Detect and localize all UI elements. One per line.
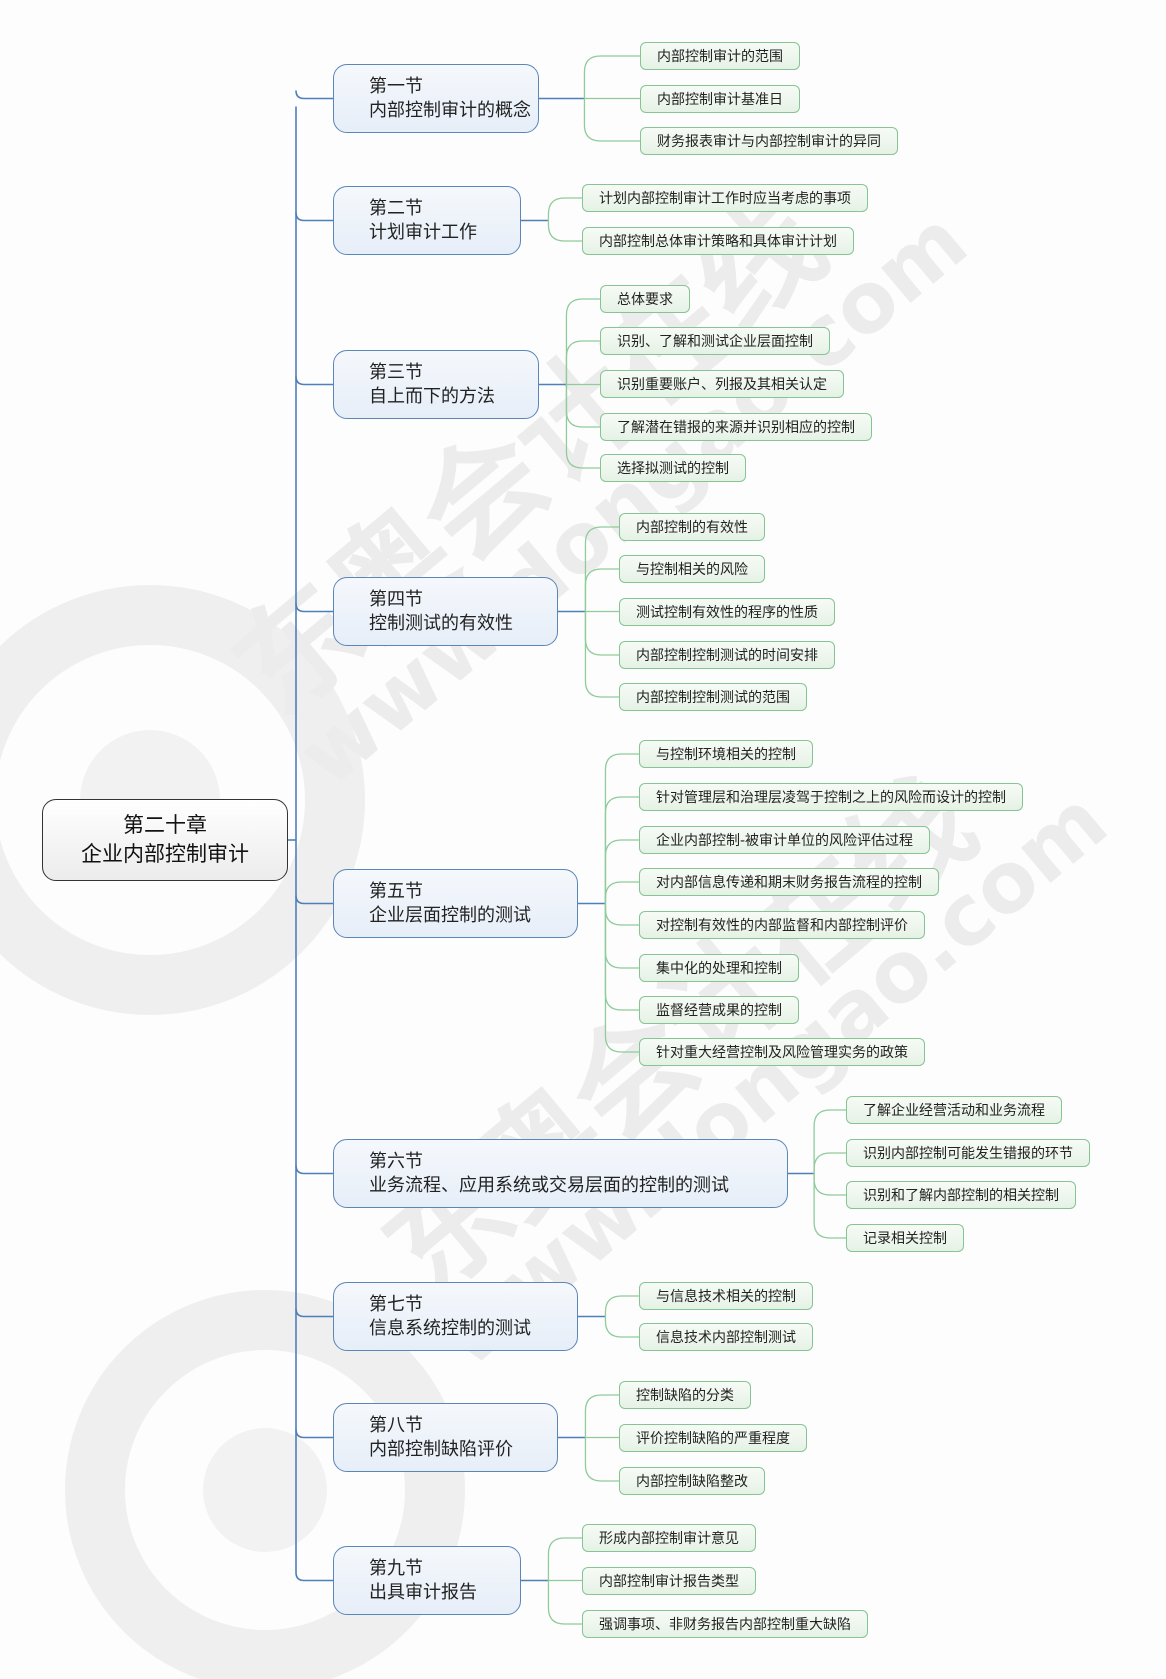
leaf-topic[interactable]: 测试控制有效性的程序的性质 [619, 598, 835, 626]
section-6-node[interactable]: 第六节 业务流程、应用系统或交易层面的控制的测试 [333, 1139, 788, 1208]
leaf-topic[interactable]: 评价控制缺陷的严重程度 [619, 1424, 807, 1452]
section-5-node[interactable]: 第五节 企业层面控制的测试 [333, 869, 578, 938]
leaf-topic[interactable]: 形成内部控制审计意见 [582, 1524, 756, 1552]
leaf-topic[interactable]: 识别内部控制可能发生错报的环节 [846, 1139, 1090, 1167]
section-9-node[interactable]: 第九节 出具审计报告 [333, 1546, 521, 1615]
leaf-topic[interactable]: 内部控制控制测试的范围 [619, 683, 807, 711]
section-title: 出具审计报告 [369, 1581, 477, 1603]
leaf-topic[interactable]: 了解企业经营活动和业务流程 [846, 1096, 1062, 1124]
root-topic[interactable]: 第二十章 企业内部控制审计 [42, 799, 288, 881]
root-chapter: 第二十章 [123, 813, 207, 837]
section-7-node[interactable]: 第七节 信息系统控制的测试 [333, 1282, 578, 1351]
leaf-topic[interactable]: 与控制环境相关的控制 [639, 740, 813, 768]
leaf-topic[interactable]: 识别重要账户、列报及其相关认定 [600, 370, 844, 398]
leaf-topic[interactable]: 识别和了解内部控制的相关控制 [846, 1181, 1076, 1209]
section-title: 自上而下的方法 [369, 385, 495, 407]
leaf-topic[interactable]: 与信息技术相关的控制 [639, 1282, 813, 1310]
leaf-topic[interactable]: 企业内部控制-被审计单位的风险评估过程 [639, 826, 931, 854]
section-8-node[interactable]: 第八节 内部控制缺陷评价 [333, 1403, 558, 1472]
leaf-topic[interactable]: 财务报表审计与内部控制审计的异同 [640, 127, 898, 155]
leaf-topic[interactable]: 选择拟测试的控制 [600, 454, 746, 482]
section-title: 内部控制审计的概念 [369, 99, 531, 121]
section-title: 内部控制缺陷评价 [369, 1438, 513, 1460]
leaf-topic[interactable]: 强调事项、非财务报告内部控制重大缺陷 [582, 1610, 868, 1638]
leaf-topic[interactable]: 对内部信息传递和期末财务报告流程的控制 [639, 868, 939, 896]
root-title: 企业内部控制审计 [81, 842, 249, 866]
section-number: 第一节 [369, 75, 423, 97]
section-number: 第五节 [369, 880, 423, 902]
leaf-topic[interactable]: 内部控制的有效性 [619, 513, 765, 541]
leaf-topic[interactable]: 控制缺陷的分类 [619, 1381, 751, 1409]
leaf-topic[interactable]: 记录相关控制 [846, 1224, 964, 1252]
leaf-topic[interactable]: 计划内部控制审计工作时应当考虑的事项 [582, 184, 868, 212]
section-title: 计划审计工作 [369, 221, 477, 243]
leaf-topic[interactable]: 对控制有效性的内部监督和内部控制评价 [639, 911, 925, 939]
section-title: 信息系统控制的测试 [369, 1317, 531, 1339]
section-number: 第四节 [369, 588, 423, 610]
section-number: 第二节 [369, 197, 423, 219]
leaf-topic[interactable]: 总体要求 [600, 285, 690, 313]
section-1-node[interactable]: 第一节 内部控制审计的概念 [333, 64, 539, 133]
section-number: 第七节 [369, 1293, 423, 1315]
leaf-topic[interactable]: 识别、了解和测试企业层面控制 [600, 327, 830, 355]
section-3-node[interactable]: 第三节 自上而下的方法 [333, 350, 539, 419]
leaf-topic[interactable]: 内部控制缺陷整改 [619, 1467, 765, 1495]
section-4-node[interactable]: 第四节 控制测试的有效性 [333, 577, 558, 646]
leaf-topic[interactable]: 集中化的处理和控制 [639, 954, 799, 982]
section-title: 控制测试的有效性 [369, 612, 513, 634]
leaf-topic[interactable]: 信息技术内部控制测试 [639, 1323, 813, 1351]
leaf-topic[interactable]: 内部控制审计报告类型 [582, 1567, 756, 1595]
leaf-topic[interactable]: 内部控制总体审计策略和具体审计计划 [582, 227, 854, 255]
leaf-topic[interactable]: 与控制相关的风险 [619, 555, 765, 583]
leaf-topic[interactable]: 内部控制审计的范围 [640, 42, 800, 70]
section-number: 第三节 [369, 361, 423, 383]
section-number: 第六节 [369, 1150, 423, 1172]
leaf-topic[interactable]: 针对管理层和治理层凌驾于控制之上的风险而设计的控制 [639, 783, 1023, 811]
leaf-topic[interactable]: 内部控制控制测试的时间安排 [619, 641, 835, 669]
section-title: 业务流程、应用系统或交易层面的控制的测试 [369, 1174, 729, 1196]
section-number: 第九节 [369, 1557, 423, 1579]
leaf-topic[interactable]: 了解潜在错报的来源并识别相应的控制 [600, 413, 872, 441]
leaf-topic[interactable]: 内部控制审计基准日 [640, 85, 800, 113]
leaf-topic[interactable]: 针对重大经营控制及风险管理实务的政策 [639, 1038, 925, 1066]
leaf-topic[interactable]: 监督经营成果的控制 [639, 996, 799, 1024]
section-number: 第八节 [369, 1414, 423, 1436]
section-title: 企业层面控制的测试 [369, 904, 531, 926]
section-2-node[interactable]: 第二节 计划审计工作 [333, 186, 521, 255]
